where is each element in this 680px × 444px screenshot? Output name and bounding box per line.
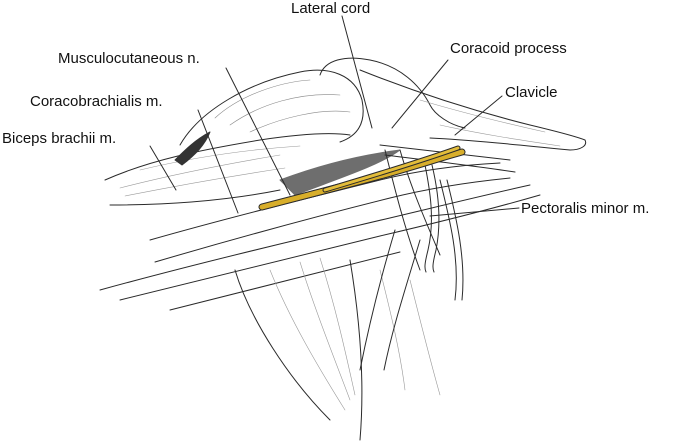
deltoid-outline: [179, 69, 364, 146]
nerve-group: [258, 145, 466, 211]
coracoid-hump: [319, 57, 466, 129]
leader-pectoralis-minor: [429, 207, 520, 217]
clavicle-shading: [419, 99, 561, 147]
label-biceps-brachii-muscle: Biceps brachii m.: [2, 130, 117, 147]
label-coracobrachialis-muscle: Coracobrachialis m.: [30, 93, 163, 110]
biceps-fold: [174, 131, 211, 166]
label-coracoid-process: Coracoid process: [450, 40, 567, 57]
biceps-fibers: [119, 145, 301, 197]
leader-clavicle: [454, 95, 503, 136]
label-musculocutaneous-nerve: Musculocutaneous n.: [58, 50, 200, 67]
tendon-band-1: [99, 184, 531, 291]
coracobrachialis-outline: [149, 162, 501, 241]
medial-branch: [424, 164, 432, 273]
biceps-outline: [104, 133, 351, 181]
leader-biceps: [149, 145, 177, 191]
biceps-lower-edge: [109, 189, 281, 206]
tendon-band-2: [119, 194, 541, 301]
lateral-cord-nerve-fill: [323, 146, 460, 192]
leader-coracobrachialis: [197, 109, 239, 214]
deltoid-shading: [214, 79, 351, 133]
vessel-branch: [359, 229, 421, 371]
tendon-band-3: [169, 251, 401, 311]
leader-musculocutaneous: [225, 67, 291, 196]
chest-wall-outline: [234, 259, 363, 441]
leader-coracoid-process: [391, 59, 449, 129]
medial-branch-2: [431, 164, 440, 273]
label-lateral-cord: Lateral cord: [291, 0, 371, 17]
clavicle-outline: [359, 69, 587, 151]
leader-lateral-cord: [341, 15, 373, 129]
label-clavicle: Clavicle: [505, 84, 558, 101]
coracobrachialis-lower: [154, 177, 511, 263]
chest-fibers: [269, 257, 441, 411]
lower-branch: [439, 179, 464, 301]
label-pectoralis-minor-muscle: Pectoralis minor m.: [521, 200, 650, 217]
